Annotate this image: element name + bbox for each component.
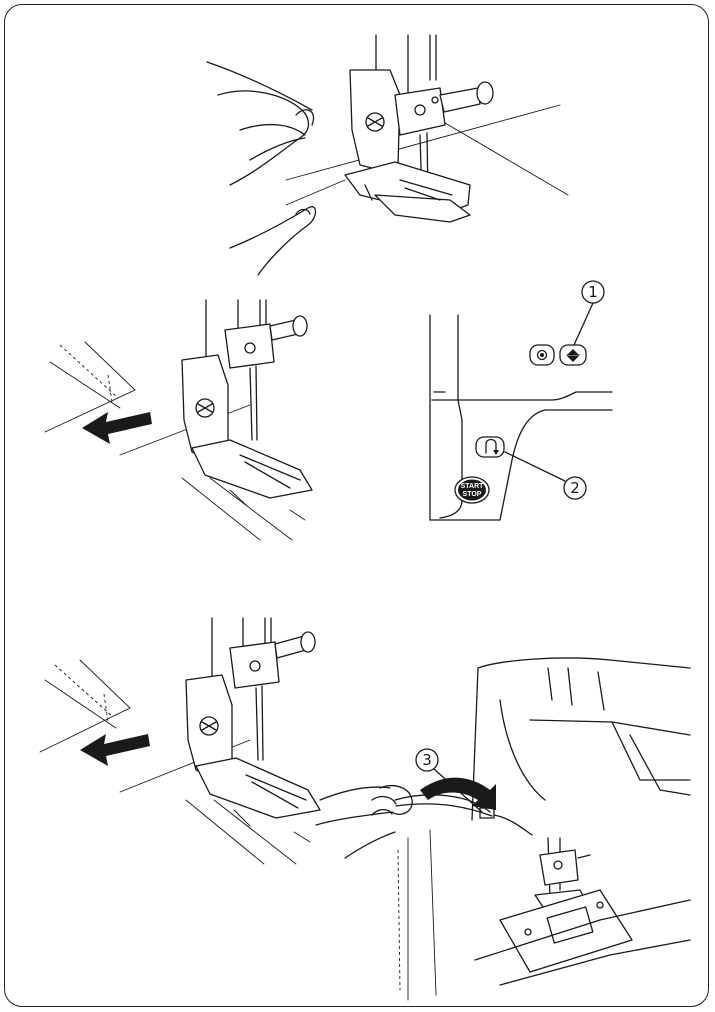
figure-control-panel: START STOP 1 2 [430, 281, 612, 520]
reverse-stitch-button[interactable] [476, 437, 504, 457]
figure-middle-left-sewing [45, 300, 312, 540]
lock-stitch-button[interactable] [530, 345, 554, 365]
figure-bottom-right-thread-cutter: 3 [316, 658, 690, 1000]
figure-top-presser-foot [207, 35, 568, 275]
callout-2: 2 [505, 452, 586, 499]
svg-text:2: 2 [570, 479, 580, 497]
arrow-left-icon-2 [80, 734, 150, 766]
callout-1: 1 [574, 281, 604, 345]
curved-arrow-icon [420, 778, 496, 810]
svg-text:1: 1 [588, 283, 598, 301]
start-label: START [461, 483, 485, 490]
start-stop-button[interactable]: START STOP [455, 477, 489, 503]
svg-text:3: 3 [422, 751, 432, 769]
arrow-left-icon [82, 412, 152, 444]
needle-up-down-button[interactable] [560, 345, 586, 365]
figure-bottom-left-reverse [40, 618, 320, 864]
stop-label: STOP [463, 491, 482, 498]
